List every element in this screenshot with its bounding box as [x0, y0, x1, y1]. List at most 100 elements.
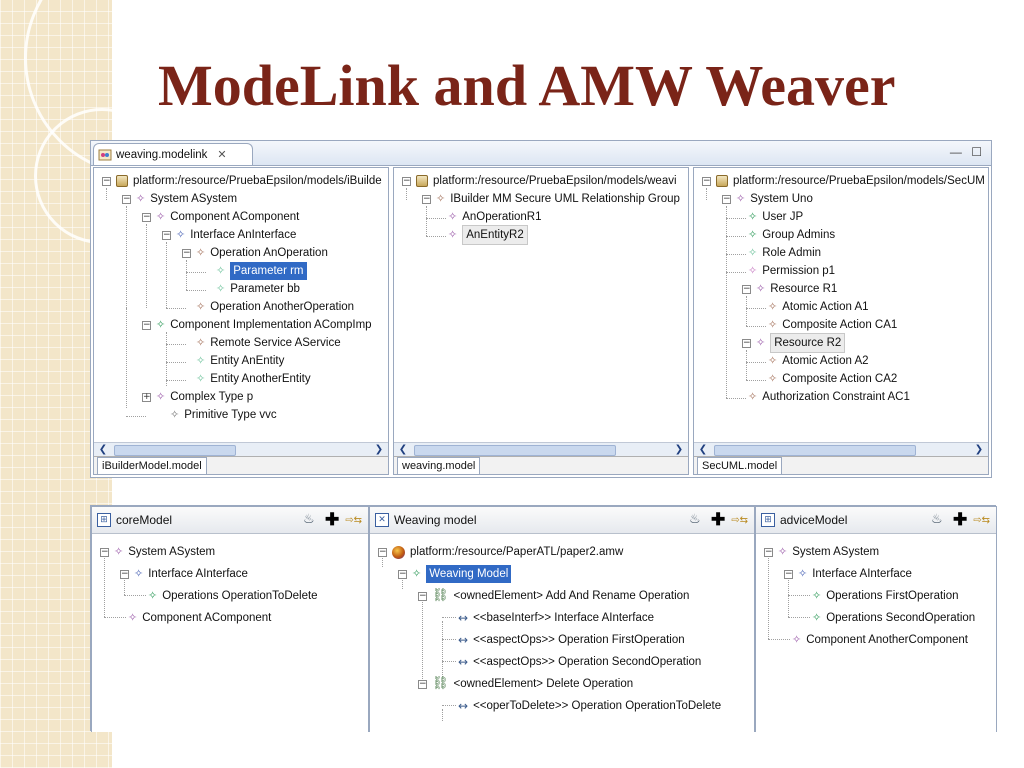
tree-item[interactable]: ✧Role Admin: [748, 244, 821, 262]
tree-item[interactable]: ✧AnOperationR1: [448, 208, 542, 226]
collapse-toggle[interactable]: −: [102, 175, 111, 186]
window-controls[interactable]: — ☐: [949, 145, 985, 159]
tree-item[interactable]: ✧Primitive Type vvc: [156, 406, 277, 424]
tree-item[interactable]: ✧Parameter bb: [202, 280, 300, 298]
tree-item[interactable]: ✧Atomic Action A1: [768, 298, 869, 316]
tab-weaving-modelink[interactable]: weaving.modelink ✕: [93, 143, 253, 165]
tree-item[interactable]: −✧Interface AInterface: [784, 565, 912, 583]
close-icon[interactable]: ✕: [217, 149, 227, 161]
tree-item-label: <ownedElement> Add And Rename Operation: [453, 590, 690, 602]
add-icon[interactable]: ✚: [324, 510, 340, 529]
tree-item[interactable]: −platform:/resource/PruebaEpsilon/models…: [702, 172, 985, 190]
collapse-toggle[interactable]: −: [100, 546, 109, 557]
tree-item[interactable]: ✧Operations FirstOperation: [812, 587, 959, 605]
tree-item[interactable]: −platform:/resource/PruebaEpsilon/models…: [102, 172, 382, 190]
tree-item[interactable]: −✧System ASystem: [122, 190, 237, 208]
tree-item[interactable]: −✧Resource R2: [742, 333, 846, 353]
tree-item[interactable]: ↔<<aspectOps>> Operation FirstOperation: [458, 631, 685, 649]
horizontal-scrollbar[interactable]: ❮ ❯: [394, 442, 688, 457]
tree-item-label: System Uno: [750, 193, 813, 205]
scroll-left-icon[interactable]: ❮: [398, 444, 408, 455]
model-name-tab[interactable]: weaving.model: [397, 457, 481, 474]
scroll-left-icon[interactable]: ❮: [698, 444, 708, 455]
tree-item[interactable]: ✧Component AnotherComponent: [792, 631, 968, 649]
collapse-toggle[interactable]: −: [120, 568, 129, 579]
scroll-right-icon[interactable]: ❯: [974, 444, 984, 455]
tree-item[interactable]: ✧Remote Service AService: [182, 334, 341, 352]
collapse-toggle[interactable]: −: [742, 283, 751, 294]
add-icon[interactable]: ✚: [710, 510, 726, 529]
collapse-toggle[interactable]: −: [142, 211, 151, 222]
collapse-toggle[interactable]: −: [182, 247, 191, 258]
brush-icon[interactable]: ♨: [302, 512, 315, 527]
brush-icon[interactable]: ♨: [930, 512, 943, 527]
tree-item[interactable]: ✧Authorization Constraint AC1: [748, 388, 910, 406]
collapse-toggle[interactable]: −: [402, 175, 411, 186]
tree-item[interactable]: ✧Operation AnotherOperation: [182, 298, 354, 316]
tree-item[interactable]: ✧Parameter rm: [202, 262, 307, 280]
scroll-left-icon[interactable]: ❮: [98, 444, 108, 455]
tree-item[interactable]: −⛓<ownedElement> Add And Rename Operatio…: [418, 587, 689, 605]
collapse-toggle[interactable]: −: [418, 678, 427, 689]
collapse-toggle[interactable]: −: [422, 193, 431, 204]
tree-item[interactable]: −✧Component AComponent: [142, 208, 299, 226]
tree-item[interactable]: ↔<<baseInterf>> Interface AInterface: [458, 609, 654, 627]
collapse-toggle[interactable]: −: [398, 568, 407, 579]
tree-item[interactable]: −✧Weaving Model: [398, 565, 512, 583]
tree-item[interactable]: ✧Entity AnEntity: [182, 352, 284, 370]
scroll-thumb[interactable]: [114, 445, 236, 456]
tree-item[interactable]: −platform:/resource/PaperATL/paper2.amw: [378, 543, 623, 561]
tree-item[interactable]: −✧System ASystem: [764, 543, 879, 561]
tree-item[interactable]: ✧Group Admins: [748, 226, 835, 244]
tree-item[interactable]: −✧Interface AInterface: [120, 565, 248, 583]
tree-item[interactable]: −✧IBuilder MM Secure UML Relationship Gr…: [422, 190, 680, 208]
collapse-toggle[interactable]: −: [142, 319, 151, 330]
brush-icon[interactable]: ♨: [688, 512, 701, 527]
collapse-toggle[interactable]: −: [378, 546, 387, 557]
tree-item[interactable]: −⛓<ownedElement> Delete Operation: [418, 675, 633, 693]
collapse-toggle[interactable]: −: [702, 175, 711, 186]
link-arrows-icon[interactable]: ⇨⇆: [345, 514, 362, 526]
tree-item[interactable]: ✧Composite Action CA2: [768, 370, 897, 388]
tree-item[interactable]: −platform:/resource/PruebaEpsilon/models…: [402, 172, 677, 190]
link-arrows-icon[interactable]: ⇨⇆: [973, 514, 990, 526]
tree-item[interactable]: −✧Operation AnOperation: [182, 244, 328, 262]
collapse-toggle[interactable]: −: [162, 229, 171, 240]
tree-item[interactable]: ✧Composite Action CA1: [768, 316, 897, 334]
scroll-right-icon[interactable]: ❯: [674, 444, 684, 455]
tree-item[interactable]: ✧Atomic Action A2: [768, 352, 869, 370]
tree-item[interactable]: ✧Operations SecondOperation: [812, 609, 975, 627]
collapse-toggle[interactable]: −: [722, 193, 731, 204]
model-name-tab[interactable]: iBuilderModel.model: [97, 457, 207, 474]
tree-item[interactable]: −✧Component Implementation ACompImp: [142, 316, 372, 334]
link-arrows-icon[interactable]: ⇨⇆: [731, 514, 748, 526]
tree-item[interactable]: ↔<<operToDelete>> Operation OperationToD…: [458, 697, 721, 715]
horizontal-scrollbar[interactable]: ❮ ❯: [694, 442, 988, 457]
tree-item[interactable]: −✧System ASystem: [100, 543, 215, 561]
collapse-toggle[interactable]: −: [742, 337, 751, 348]
scroll-right-icon[interactable]: ❯: [374, 444, 384, 455]
tree-item[interactable]: −✧System Uno: [722, 190, 813, 208]
tree-item[interactable]: ✧Operations OperationToDelete: [148, 587, 318, 605]
link-endpoint-icon: ↔: [458, 633, 469, 647]
tree-item[interactable]: ✧AnEntityR2: [448, 225, 528, 245]
tree-item[interactable]: −✧Resource R1: [742, 280, 837, 298]
scroll-thumb[interactable]: [414, 445, 616, 456]
tree-item[interactable]: ✧Permission p1: [748, 262, 835, 280]
collapse-toggle[interactable]: −: [764, 546, 773, 557]
tree-item[interactable]: ✧User JP: [748, 208, 803, 226]
expand-toggle[interactable]: +: [142, 391, 151, 402]
tree-item-label: <<baseInterf>> Interface AInterface: [473, 612, 654, 624]
tree-item[interactable]: ✧Component AComponent: [128, 609, 271, 627]
collapse-toggle[interactable]: −: [418, 590, 427, 601]
scroll-thumb[interactable]: [714, 445, 916, 456]
collapse-toggle[interactable]: −: [784, 568, 793, 579]
add-icon[interactable]: ✚: [952, 510, 968, 529]
tree-item[interactable]: ✧Entity AnotherEntity: [182, 370, 311, 388]
model-name-tab[interactable]: SecUML.model: [697, 457, 783, 474]
tree-item[interactable]: +✧Complex Type p: [142, 388, 253, 406]
tree-item[interactable]: −✧Interface AnInterface: [162, 226, 296, 244]
collapse-toggle[interactable]: −: [122, 193, 131, 204]
tree-item[interactable]: ↔<<aspectOps>> Operation SecondOperation: [458, 653, 701, 671]
horizontal-scrollbar[interactable]: ❮ ❯: [94, 442, 388, 457]
